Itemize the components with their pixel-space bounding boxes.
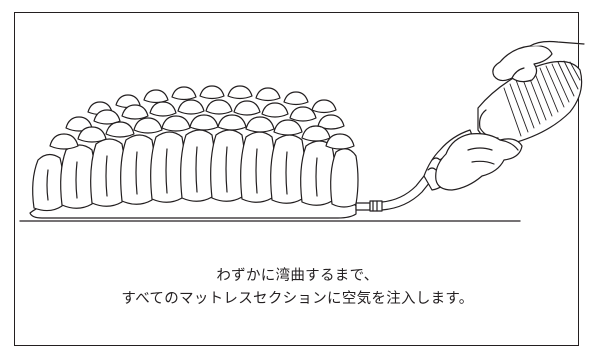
cushion-cell-creases — [46, 146, 318, 201]
instruction-line-2: すべてのマットレスセクションに空気を注入します。 — [121, 291, 474, 307]
cushion-front-cells — [32, 129, 359, 212]
valve-and-hose — [355, 175, 431, 212]
instruction-line-1: わずかに湾曲するまで、 — [216, 268, 379, 284]
hands — [435, 40, 585, 191]
cushion-top-cells — [49, 85, 355, 150]
